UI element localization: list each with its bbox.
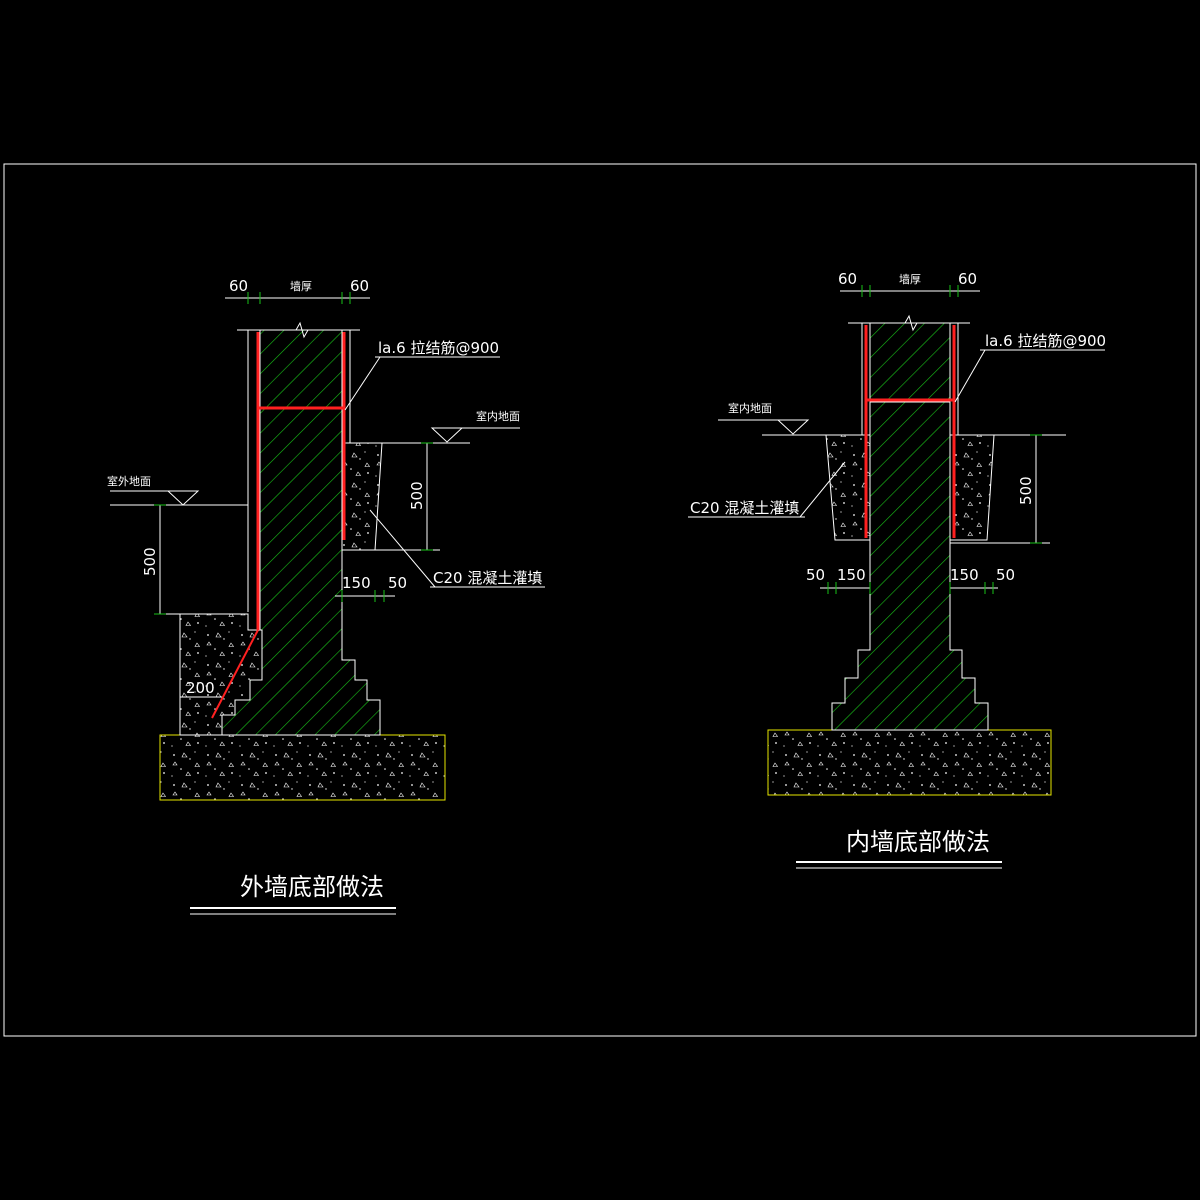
right-dim-60-left: 60 <box>838 270 857 288</box>
left-dim-200: 200 <box>186 679 215 697</box>
left-dim-500-outer: 500 <box>141 547 159 576</box>
right-dim-50-right: 50 <box>996 566 1015 584</box>
left-dim-wall: 墙厚 <box>290 279 312 293</box>
left-dim-500-inner: 500 <box>408 481 426 510</box>
right-right-concrete <box>949 434 995 541</box>
right-concrete-label: C20 混凝土灌填 <box>690 499 799 517</box>
left-indoor-label: 室内地面 <box>476 409 520 423</box>
left-inner-dimension-500 <box>342 442 440 551</box>
right-indoor-label: 室内地面 <box>728 401 772 415</box>
left-dim-150: 150 <box>342 574 371 592</box>
right-title: 内墙底部做法 <box>846 828 990 856</box>
left-upper-wall <box>259 329 343 409</box>
left-rebar-leader <box>344 356 381 411</box>
right-dim-150-right: 150 <box>950 566 979 584</box>
right-rebar <box>864 325 956 538</box>
left-outdoor-ground-symbol <box>110 490 200 506</box>
right-rebar-label: la.6 拉结筋@900 <box>985 332 1106 350</box>
left-rebar <box>211 332 346 719</box>
left-interior-concrete <box>341 442 383 551</box>
right-dimension-500 <box>950 434 1050 544</box>
left-concrete-label: C20 混凝土灌填 <box>433 569 542 587</box>
left-footing-slab <box>159 734 446 801</box>
right-break-line <box>848 314 970 332</box>
left-concrete-leader <box>369 509 436 588</box>
left-step-dimension <box>335 590 395 602</box>
left-dim-50: 50 <box>388 574 407 592</box>
left-exterior-concrete <box>179 613 263 736</box>
outer-wall-detail: 60 墙厚 60 la.6 拉结筋@900 室内地面 室外地面 500 500 … <box>107 277 545 915</box>
inner-wall-detail: 60 墙厚 60 la.6 拉结筋@900 室内地面 500 C20 混凝土灌填… <box>688 270 1106 869</box>
right-indoor-ground-symbol <box>718 419 810 435</box>
left-dim-60-right: 60 <box>350 277 369 295</box>
right-top-dimension <box>840 285 980 297</box>
left-top-dimension <box>225 292 370 304</box>
left-outdoor-label: 室外地面 <box>107 474 151 488</box>
right-wall-body <box>831 401 989 731</box>
right-dim-150-left: 150 <box>837 566 866 584</box>
right-step-dimension-right <box>949 582 998 594</box>
left-rebar-label: la.6 拉结筋@900 <box>378 339 499 357</box>
left-title: 外墙底部做法 <box>240 873 384 901</box>
right-dim-60-right: 60 <box>958 270 977 288</box>
right-dim-500: 500 <box>1017 476 1035 505</box>
right-footing-slab <box>767 729 1052 796</box>
drawing-frame <box>3 163 1197 1037</box>
left-outer-dimension-500 <box>154 504 248 615</box>
right-dim-50-left: 50 <box>806 566 825 584</box>
left-indoor-ground-symbol <box>430 427 520 443</box>
right-concrete-leader <box>799 461 846 518</box>
right-upper-wall <box>869 322 951 403</box>
left-dim-60-left: 60 <box>229 277 248 295</box>
right-rebar-leader <box>954 349 986 403</box>
right-left-concrete <box>825 434 871 541</box>
right-dim-wall: 墙厚 <box>899 272 921 286</box>
right-step-dimension-left <box>820 582 871 594</box>
left-break-line <box>237 321 360 339</box>
